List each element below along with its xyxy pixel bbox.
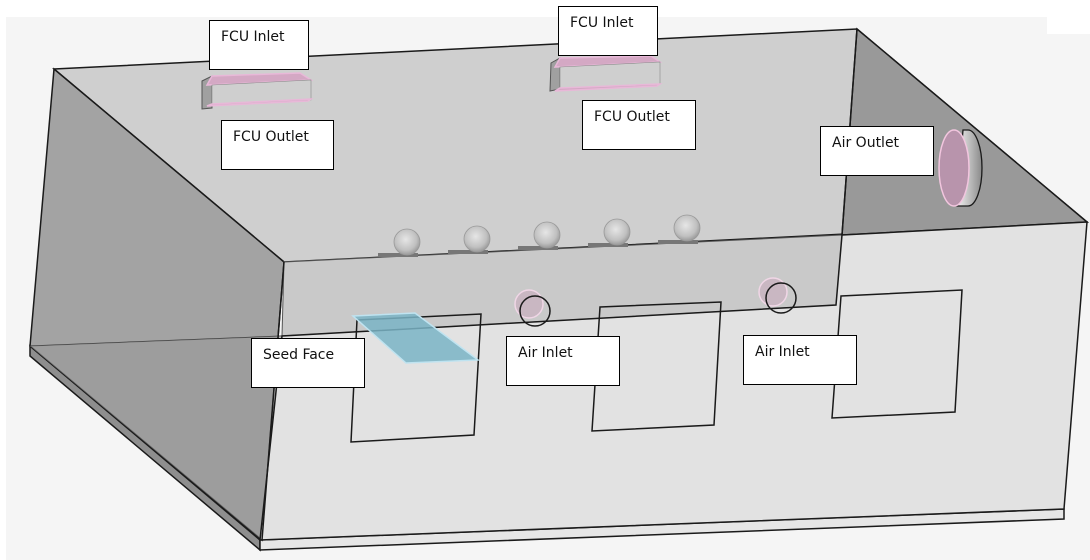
label-air-inlet-1: Air Inlet xyxy=(506,336,620,386)
occupant-sphere-5 xyxy=(658,214,701,244)
occupant-sphere-3 xyxy=(518,221,561,250)
label-fcu-inlet-2: FCU Inlet xyxy=(558,6,658,56)
label-fcu-outlet-2: FCU Outlet xyxy=(582,100,696,150)
window-2 xyxy=(591,301,722,432)
label-fcu-outlet-1: FCU Outlet xyxy=(221,120,334,170)
occupant-sphere-2 xyxy=(448,225,491,254)
label-air-outlet: Air Outlet xyxy=(820,126,934,176)
occupant-sphere-4 xyxy=(588,218,631,247)
left-wall-lower xyxy=(30,336,282,540)
front-face xyxy=(259,221,1088,541)
air-outlet xyxy=(938,129,983,207)
air-inlet-2 xyxy=(758,277,797,314)
label-fcu-inlet-1: FCU Inlet xyxy=(209,20,309,70)
viewport-corner-patch xyxy=(1047,17,1090,34)
window-1 xyxy=(350,313,482,443)
label-air-inlet-2: Air Inlet xyxy=(743,335,857,385)
label-seed-face: Seed Face xyxy=(251,338,365,388)
seed-face xyxy=(351,312,481,364)
air-inlet-1 xyxy=(514,289,551,327)
fcu-unit-2 xyxy=(549,55,663,92)
fcu-unit-1 xyxy=(201,72,314,110)
front-left-edge xyxy=(261,261,285,541)
occupant-sphere-1 xyxy=(378,228,421,257)
